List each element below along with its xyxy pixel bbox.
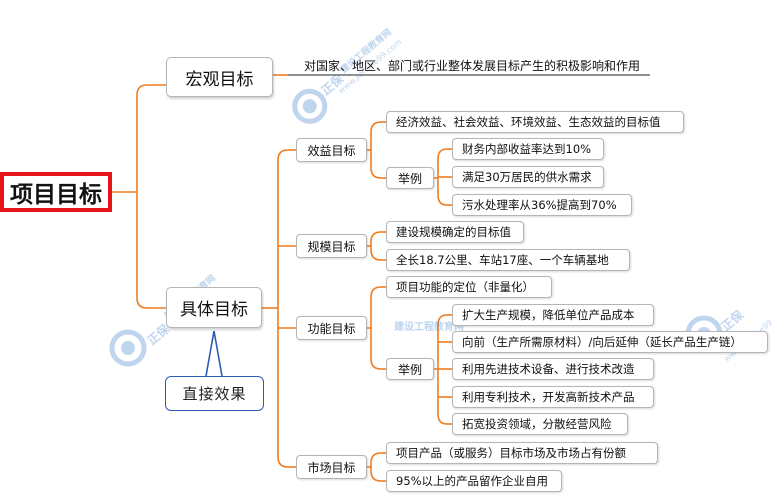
benefit-example-1: 财务内部收益率达到10% (452, 138, 604, 160)
market-node: 市场目标 (296, 455, 367, 479)
scale-item-1: 建设规模确定的目标值 (386, 221, 524, 243)
function-positioning: 项目功能的定位（非量化） (386, 276, 552, 298)
function-example-2: 向前（生产所需原材料）/向后延伸（延长产品生产链） (452, 331, 768, 353)
root-node: 项目目标 (0, 172, 112, 212)
scale-node: 规模目标 (296, 234, 367, 258)
function-example-label: 举例 (386, 358, 434, 380)
specific-node: 具体目标 (166, 287, 262, 328)
scale-item-2: 全长18.7公里、车站17座、一个车辆基地 (386, 249, 630, 271)
function-example-4: 利用专利技术，开发高新技术产品 (452, 386, 654, 408)
market-item-1: 项目产品（或服务）目标市场及市场占有份额 (386, 442, 658, 464)
benefit-node: 效益目标 (296, 138, 367, 162)
function-example-5: 拓宽投资领域，分散经营风险 (452, 413, 628, 435)
connector-specific-spine (277, 149, 289, 468)
connector-scale-spine (367, 231, 382, 261)
connector-benefit-spine (367, 121, 382, 179)
benefit-example-label: 举例 (386, 167, 434, 189)
benefit-example-2: 满足30万居民的供水需求 (452, 166, 604, 188)
macro-description: 对国家、地区、部门或行业整体发展目标产生的积极影响和作用 (304, 58, 641, 73)
connector-function-spine (367, 286, 382, 370)
function-example-3: 利用先进技术设备、进行技术改造 (452, 358, 654, 380)
function-example-1: 扩大生产规模，降低单位产品成本 (452, 304, 654, 326)
market-item-2: 95%以上的产品留作企业自用 (386, 470, 562, 492)
direct-effect-note: 直接效果 (165, 376, 264, 411)
connector-root-spine (136, 84, 148, 309)
note-callout-arrow (205, 330, 223, 377)
function-node: 功能目标 (296, 316, 367, 340)
connector-market-spine (367, 452, 382, 482)
benefit-example-3: 污水处理率从36%提高到70% (452, 194, 632, 216)
benefit-summary: 经济效益、社会效益、环境效益、生态效益的目标值 (386, 111, 684, 133)
macro-node: 宏观目标 (166, 57, 273, 97)
